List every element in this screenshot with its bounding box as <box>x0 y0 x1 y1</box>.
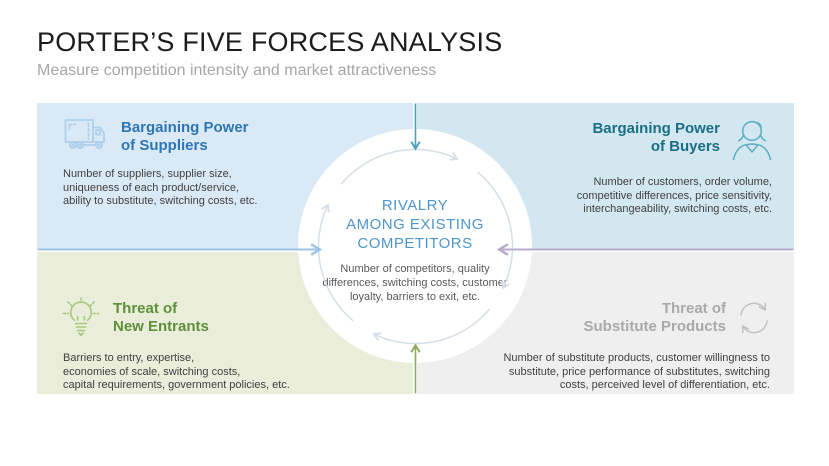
rivalry-body: Number of competitors, quality differenc… <box>322 263 508 303</box>
rivalry-center-circle: RIVALRY AMONG EXISTING COMPETITORS Numbe… <box>298 129 532 363</box>
buyers-body: Number of customers, order volume, compe… <box>576 176 772 215</box>
page-subtitle: Measure competition intensity and market… <box>37 62 437 79</box>
five-forces-diagram: Bargaining Power of Suppliers Number of … <box>37 103 794 394</box>
cycle-arrows-icon <box>736 300 772 341</box>
rivalry-heading: RIVALRY AMONG EXISTING COMPETITORS <box>346 197 484 252</box>
lightbulb-icon <box>62 297 100 344</box>
suppliers-body: Number of suppliers, supplier size, uniq… <box>63 168 258 207</box>
buyers-heading: Bargaining Power of Buyers <box>592 120 720 155</box>
buyer-person-icon <box>730 116 774 167</box>
truck-icon <box>63 116 109 159</box>
page-title: PORTER’S FIVE FORCES ANALYSIS <box>37 27 503 57</box>
suppliers-header: Bargaining Power of Suppliers <box>37 103 413 159</box>
new-entrants-body: Barriers to entry, expertise, economies … <box>63 352 290 391</box>
substitutes-header: Threat of Substitute Products <box>417 252 794 341</box>
new-entrants-header: Threat of New Entrants <box>37 252 413 344</box>
new-entrants-heading: Threat of New Entrants <box>113 300 209 335</box>
suppliers-heading: Bargaining Power of Suppliers <box>121 119 249 154</box>
substitutes-heading: Threat of Substitute Products <box>583 300 726 335</box>
substitutes-body: Number of substitute products, customer … <box>503 352 770 391</box>
buyers-header: Bargaining Power of Buyers <box>417 103 794 167</box>
